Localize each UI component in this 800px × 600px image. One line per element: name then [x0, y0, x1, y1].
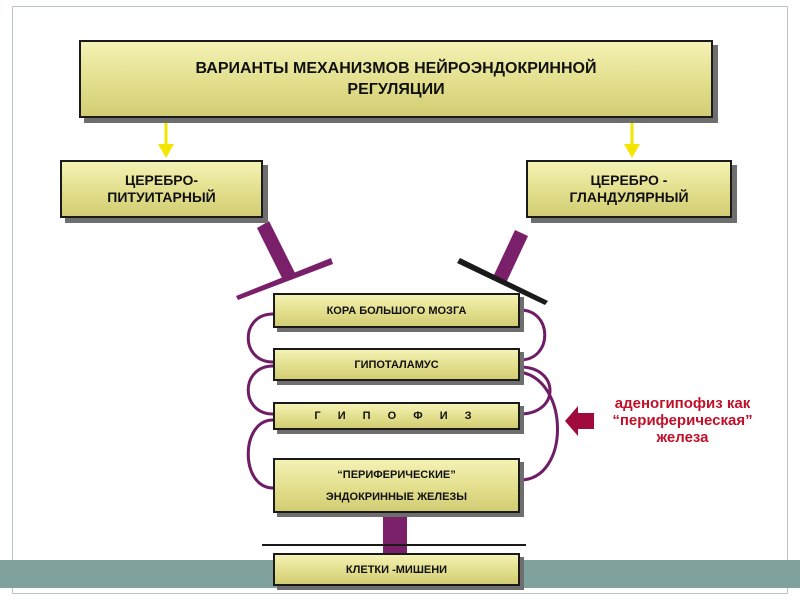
- cortex-box: КОРА БОЛЬШОГО МОЗГА: [273, 293, 520, 328]
- hypothalamus-box: ГИПОТАЛАМУС: [273, 348, 520, 381]
- title-box: ВАРИАНТЫ МЕХАНИЗМОВ НЕЙРОЭНДОКРИННОЙ РЕГ…: [79, 40, 713, 118]
- annotation-line-3: железа: [656, 429, 709, 446]
- pituitary-box: Г И П О Ф И З: [273, 402, 520, 430]
- glands-label-line-1: “ПЕРИФЕРИЧЕСКИЕ”: [337, 468, 456, 481]
- peripheral-glands-box: “ПЕРИФЕРИЧЕСКИЕ” ЭНДОКРИННЫЕ ЖЕЛЕЗЫ: [273, 458, 520, 513]
- right-yellow-arrow: [624, 121, 640, 158]
- right-variant-line-1: ЦЕРЕБРО -: [590, 172, 668, 188]
- cortex-label: КОРА БОЛЬШОГО МОЗГА: [326, 304, 467, 317]
- target-cells-label: КЛЕТКИ -МИШЕНИ: [345, 563, 448, 576]
- left-yellow-arrow: [158, 121, 174, 158]
- right-variant-line-2: ГЛАНДУЛЯРНЫЙ: [569, 189, 689, 205]
- cerebro-pituitary-box: ЦЕРЕБРО- ПИТУИТАРНЫЙ: [60, 160, 263, 218]
- adenohypophysis-annotation: аденогипофиз как “периферическая” железа: [590, 395, 775, 446]
- title-line-1: ВАРИАНТЫ МЕХАНИЗМОВ НЕЙРОЭНДОКРИННОЙ: [195, 60, 597, 77]
- right-purple-connector: [457, 230, 548, 305]
- annotation-line-1: аденогипофиз как: [614, 395, 751, 412]
- right-feedback-loops: [519, 308, 559, 482]
- cerebro-glandular-box: ЦЕРЕБРО - ГЛАНДУЛЯРНЫЙ: [526, 160, 732, 218]
- annotation-line-2: “периферическая”: [612, 412, 753, 429]
- slide-frame: [12, 6, 788, 594]
- bottom-purple-connector: [262, 514, 526, 554]
- pituitary-label: Г И П О Ф И З: [314, 410, 479, 422]
- target-cells-box: КЛЕТКИ -МИШЕНИ: [273, 553, 520, 586]
- glands-label-line-2: ЭНДОКРИННЫЕ ЖЕЛЕЗЫ: [325, 490, 468, 503]
- left-purple-connector: [236, 221, 333, 300]
- title-line-2: РЕГУЛЯЦИИ: [347, 81, 445, 98]
- hypothalamus-label: ГИПОТАЛАМУС: [354, 358, 439, 371]
- annotation-arrow: [565, 406, 594, 436]
- left-variant-line-1: ЦЕРЕБРО-: [124, 172, 198, 188]
- left-variant-line-2: ПИТУИТАРНЫЙ: [107, 189, 216, 205]
- left-feedback-loops: [246, 312, 274, 490]
